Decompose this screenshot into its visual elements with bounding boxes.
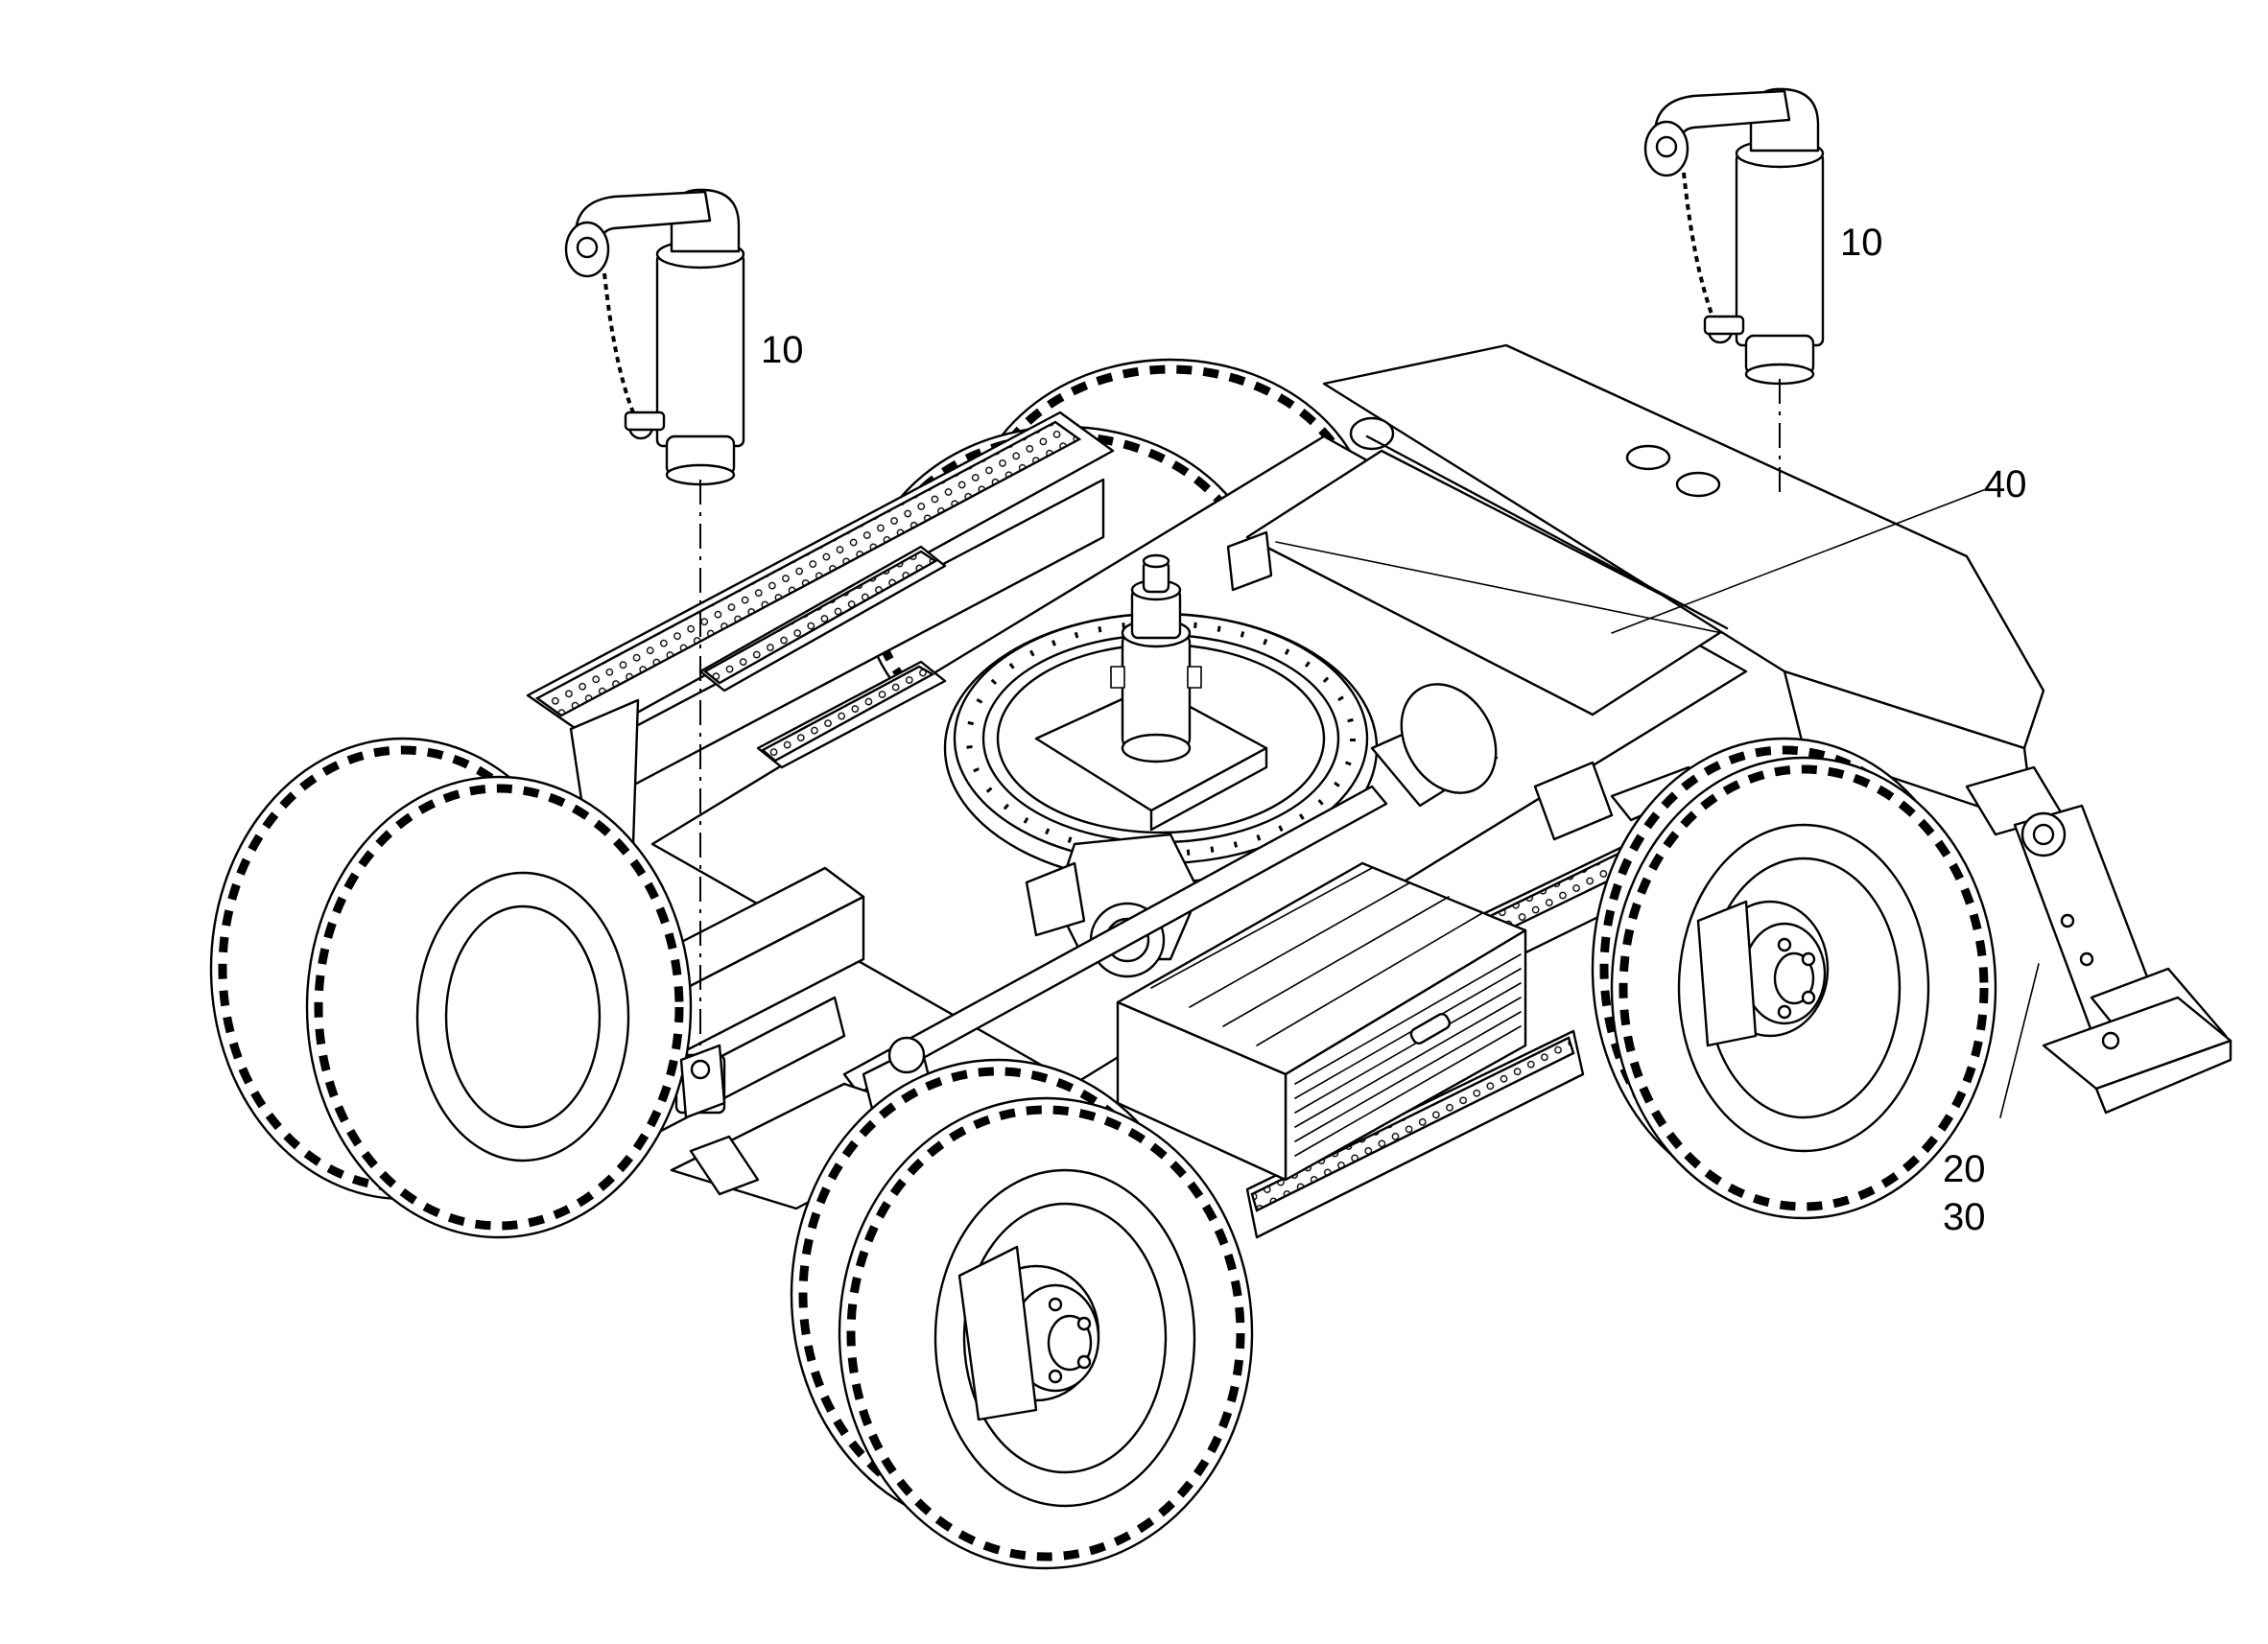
main-frame [526,343,2045,1239]
locking-pin-left [564,188,745,486]
locking-pin-right [1643,87,1825,386]
callout-support-leg-20: 20 [1943,1148,1986,1190]
center-rotary-joint [1110,553,1202,763]
callout-cover-plate: 40 [1984,463,2027,505]
callout-pin-left: 10 [761,329,804,371]
support-leg [1965,765,2233,1115]
callout-support-leg-30: 30 [1943,1196,1986,1238]
leader-lines [1611,488,2040,1118]
front-left-wheel [209,737,693,1239]
front-right-wheel [790,1058,1254,1570]
rear-right-wheel [1591,737,1997,1220]
drive-shaft [842,683,1614,1095]
callout-pin-right: 10 [1840,222,1883,264]
